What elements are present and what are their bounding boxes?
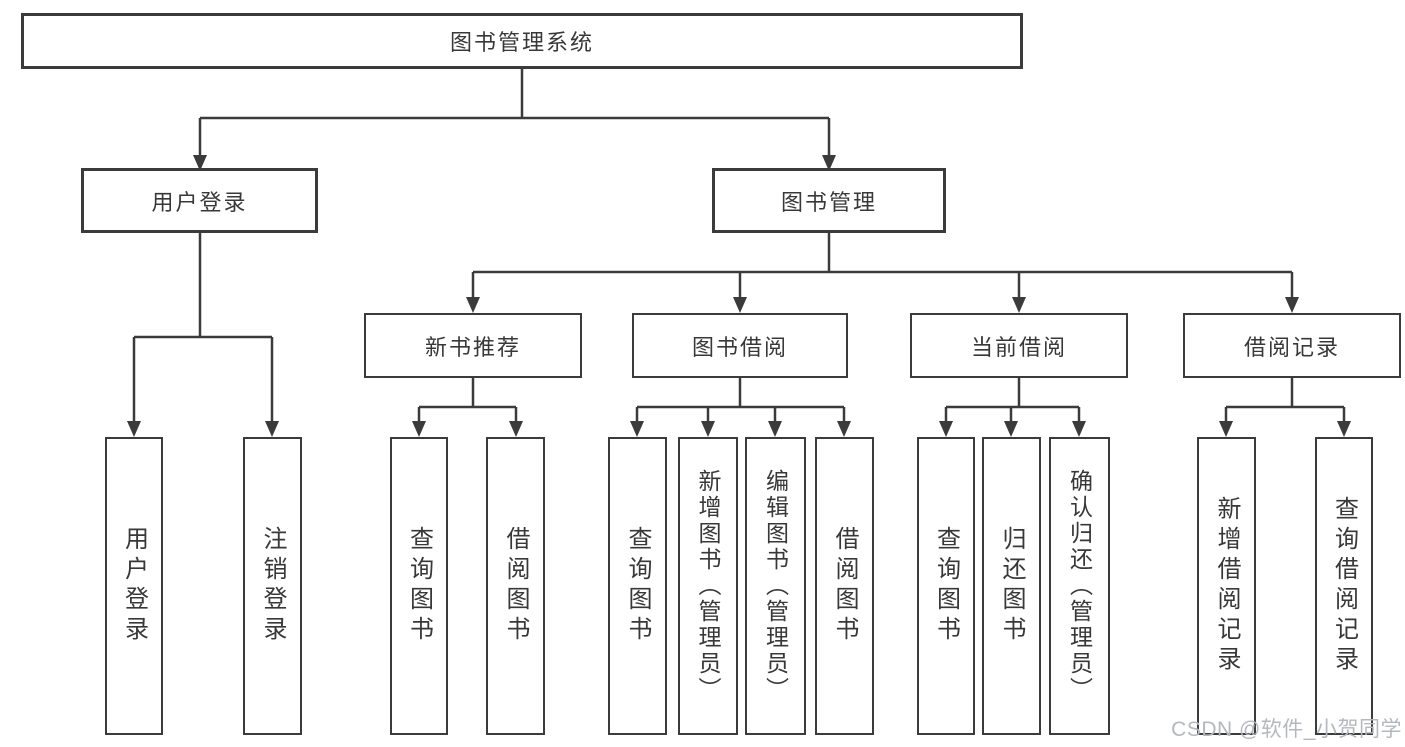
node-book-management-label: 图书管理: [780, 189, 877, 215]
node-new-book-recommend-label: 新书推荐: [424, 334, 521, 360]
node-current-borrow-label: 当前借阅: [970, 334, 1067, 360]
leaf-borrow-books: 借阅图书: [815, 437, 874, 735]
leaf-query-borrow-record-label: 查询借阅记录: [1330, 496, 1358, 676]
edge-borrow-split: [635, 378, 846, 423]
leaf-recommend-borrow-books: 借阅图书: [486, 437, 545, 735]
leaf-borrow-books-label: 借阅图书: [831, 526, 858, 646]
edge-current-split: [944, 378, 1081, 423]
leaf-add-books-admin-label: 新增图书（管理员）: [695, 469, 721, 703]
edge-root-split: [198, 69, 831, 156]
node-user-login: 用户登录: [81, 168, 318, 233]
leaf-edit-books-admin: 编辑图书（管理员）: [745, 437, 806, 735]
node-user-login-label: 用户登录: [151, 189, 248, 215]
leaf-edit-books-admin-label: 编辑图书（管理员）: [762, 469, 789, 703]
node-root-label: 图书管理系统: [449, 30, 594, 55]
node-book-borrow: 图书借阅: [632, 313, 848, 378]
leaf-confirm-return-admin-label: 确认归还（管理员）: [1066, 469, 1093, 703]
leaf-recommend-query-books: 查询图书: [390, 437, 448, 735]
leaf-add-borrow-record: 新增借阅记录: [1197, 437, 1256, 735]
node-root-system: 图书管理系统: [21, 13, 1023, 69]
leaf-current-query-books-label: 查询图书: [932, 526, 960, 646]
node-borrow-records: 借阅记录: [1183, 313, 1401, 378]
arrowheads: [127, 155, 1351, 437]
leaf-recommend-query-books-label: 查询图书: [405, 526, 433, 646]
edge-records-split: [1224, 378, 1346, 423]
leaf-user-login: 用户登录: [105, 437, 163, 735]
node-book-borrow-label: 图书借阅: [691, 334, 788, 360]
leaf-logout: 注销登录: [243, 437, 302, 735]
edge-login-split: [132, 233, 274, 423]
leaf-query-borrow-record: 查询借阅记录: [1315, 437, 1373, 735]
node-borrow-records-label: 借阅记录: [1243, 334, 1340, 360]
leaf-borrow-query-books: 查询图书: [608, 437, 667, 735]
node-new-book-recommend: 新书推荐: [364, 313, 582, 378]
leaf-borrow-query-books-label: 查询图书: [624, 526, 651, 646]
node-book-management: 图书管理: [712, 168, 946, 233]
leaf-add-borrow-record-label: 新增借阅记录: [1213, 496, 1240, 676]
leaf-user-login-label: 用户登录: [120, 526, 148, 646]
csdn-watermark: CSDN @软件_小贺同学: [1171, 718, 1402, 741]
edge-mgmt-split: [471, 233, 1294, 299]
edge-recommend-split: [417, 378, 518, 423]
leaf-current-query-books: 查询图书: [917, 437, 975, 735]
node-current-borrow: 当前借阅: [910, 313, 1128, 378]
leaf-add-books-admin: 新增图书（管理员）: [678, 437, 738, 735]
leaf-logout-label: 注销登录: [259, 526, 286, 646]
leaf-return-books-label: 归还图书: [998, 526, 1025, 646]
leaf-return-books: 归还图书: [982, 437, 1041, 735]
leaf-confirm-return-admin: 确认归还（管理员）: [1049, 437, 1110, 735]
leaf-recommend-borrow-books-label: 借阅图书: [502, 526, 529, 646]
